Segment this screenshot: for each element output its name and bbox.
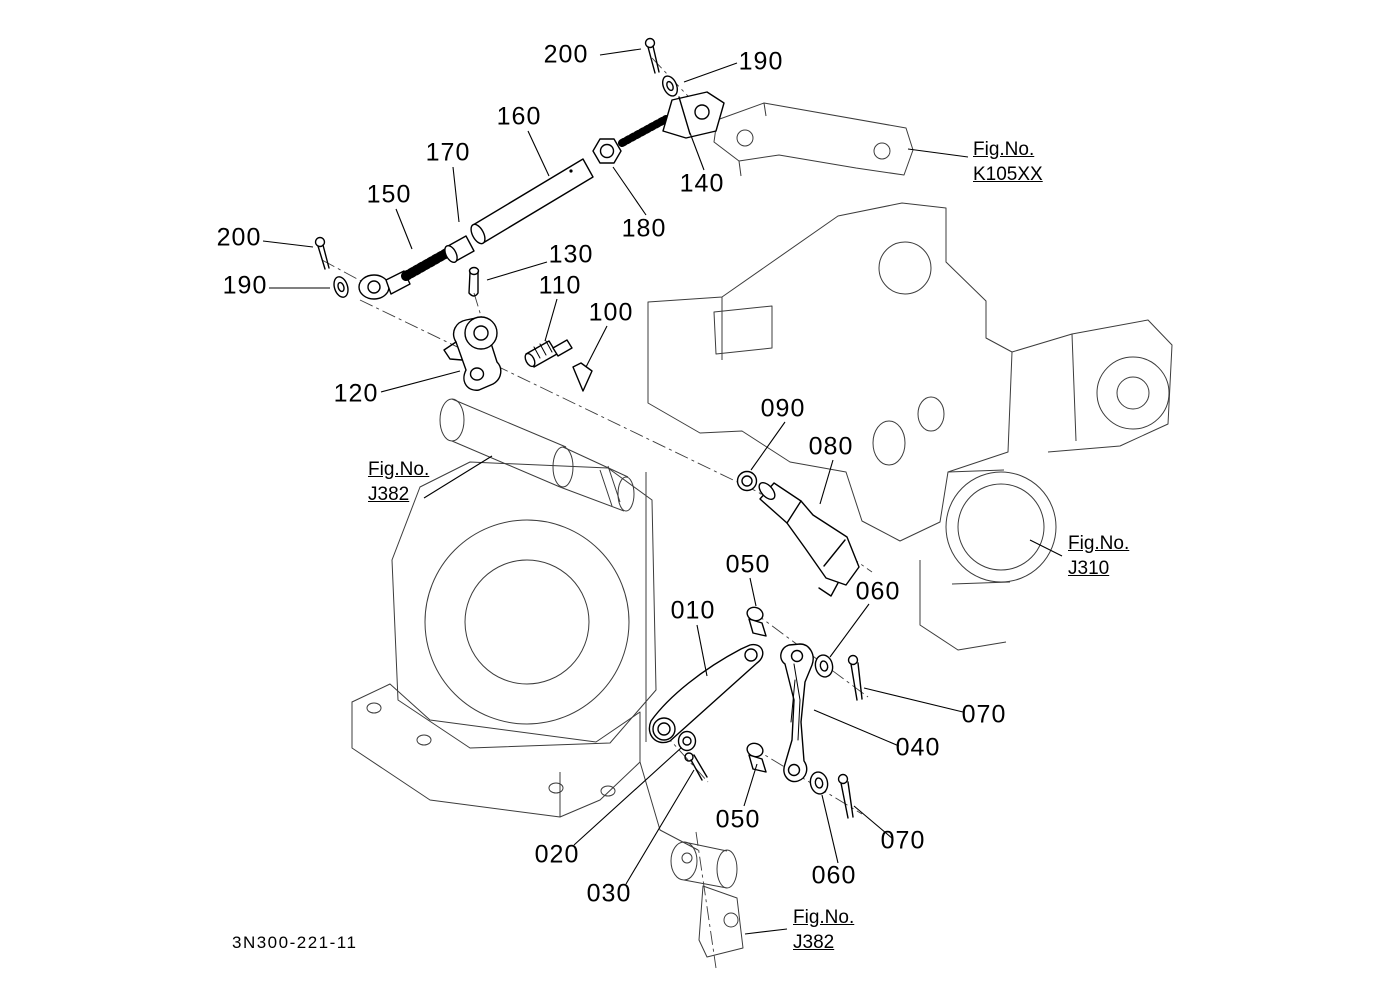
callout-070-top: 070: [961, 700, 1007, 729]
callout-190-top: 190: [738, 47, 784, 76]
callout-200-top: 200: [543, 40, 589, 69]
drawing-number: 3N300-221-11: [232, 933, 358, 952]
part-040-link: [780, 643, 814, 783]
part-070-pin-bottom: [837, 773, 854, 819]
callout-190-left: 190: [222, 271, 268, 300]
part-020-washer: [677, 730, 697, 752]
part-110-joint: [524, 339, 573, 368]
callout-140: 140: [679, 169, 725, 198]
callout-050-top: 050: [725, 550, 771, 579]
figref-j310-code[interactable]: J310: [1068, 557, 1110, 579]
callout-130: 130: [548, 240, 594, 269]
part-070-pin-top: [847, 654, 863, 701]
part-050-bolt-bottom: [746, 742, 767, 773]
part-160-rod: [470, 158, 594, 245]
figref-j382-mid-code[interactable]: J382: [368, 483, 410, 505]
part-100-clip: [572, 362, 593, 392]
part-120-lever: [443, 316, 502, 391]
part-170-collar: [444, 235, 475, 263]
figref-j382-bottom[interactable]: Fig.No. J382: [793, 906, 854, 955]
part-180-nut: [592, 138, 622, 164]
part-010-lever: [648, 643, 764, 744]
part-200-pin-top: [644, 37, 660, 74]
figref-j382-bottom-label[interactable]: Fig.No.: [793, 907, 855, 928]
part-clevis-left: [358, 270, 411, 300]
callout-090: 090: [760, 394, 806, 423]
figref-k105xx-code[interactable]: K105XX: [973, 163, 1043, 185]
part-140-clevis: [618, 91, 725, 147]
callout-100: 100: [588, 298, 634, 327]
figref-k105xx[interactable]: Fig.No. K105XX: [973, 138, 1043, 187]
part-030-pin: [684, 752, 708, 781]
part-190-washer-left: [333, 276, 349, 298]
leader-lines: [262, 48, 1063, 935]
figref-k105xx-label[interactable]: Fig.No.: [973, 139, 1035, 160]
callout-160: 160: [496, 102, 542, 131]
callout-010: 010: [670, 596, 716, 625]
callout-020: 020: [534, 840, 580, 869]
machine-outline: [351, 102, 1173, 958]
callout-110: 110: [538, 271, 582, 300]
callout-170: 170: [425, 138, 471, 167]
part-080-plunger: [758, 482, 860, 597]
parts: [314, 37, 863, 819]
callout-180: 180: [621, 214, 667, 243]
figref-j382-mid-label[interactable]: Fig.No.: [368, 459, 430, 480]
figref-j310-label[interactable]: Fig.No.: [1068, 533, 1130, 554]
callout-070-bottom: 070: [880, 826, 926, 855]
part-060-washer-top: [814, 654, 834, 678]
part-060-washer-bottom: [809, 771, 829, 795]
callout-060-bottom: 060: [811, 861, 857, 890]
part-150-threaded-rod: [401, 245, 457, 281]
callout-200-left: 200: [216, 223, 262, 252]
callout-150: 150: [366, 180, 412, 209]
callout-050-bottom: 050: [715, 805, 761, 834]
callout-120: 120: [333, 379, 379, 408]
callout-030: 030: [586, 879, 632, 908]
part-090-oring: [736, 470, 758, 492]
callout-080: 080: [808, 432, 854, 461]
figref-j382-mid[interactable]: Fig.No. J382: [368, 458, 429, 507]
figref-j310[interactable]: Fig.No. J310: [1068, 532, 1129, 581]
part-130-pin: [468, 266, 480, 297]
part-190-washer-top: [661, 75, 679, 97]
part-200-pin-left: [314, 236, 330, 270]
callout-040: 040: [895, 733, 941, 762]
figref-j382-bottom-code[interactable]: J382: [793, 931, 835, 953]
part-050-bolt-top: [746, 606, 767, 637]
callout-060-top: 060: [855, 577, 901, 606]
